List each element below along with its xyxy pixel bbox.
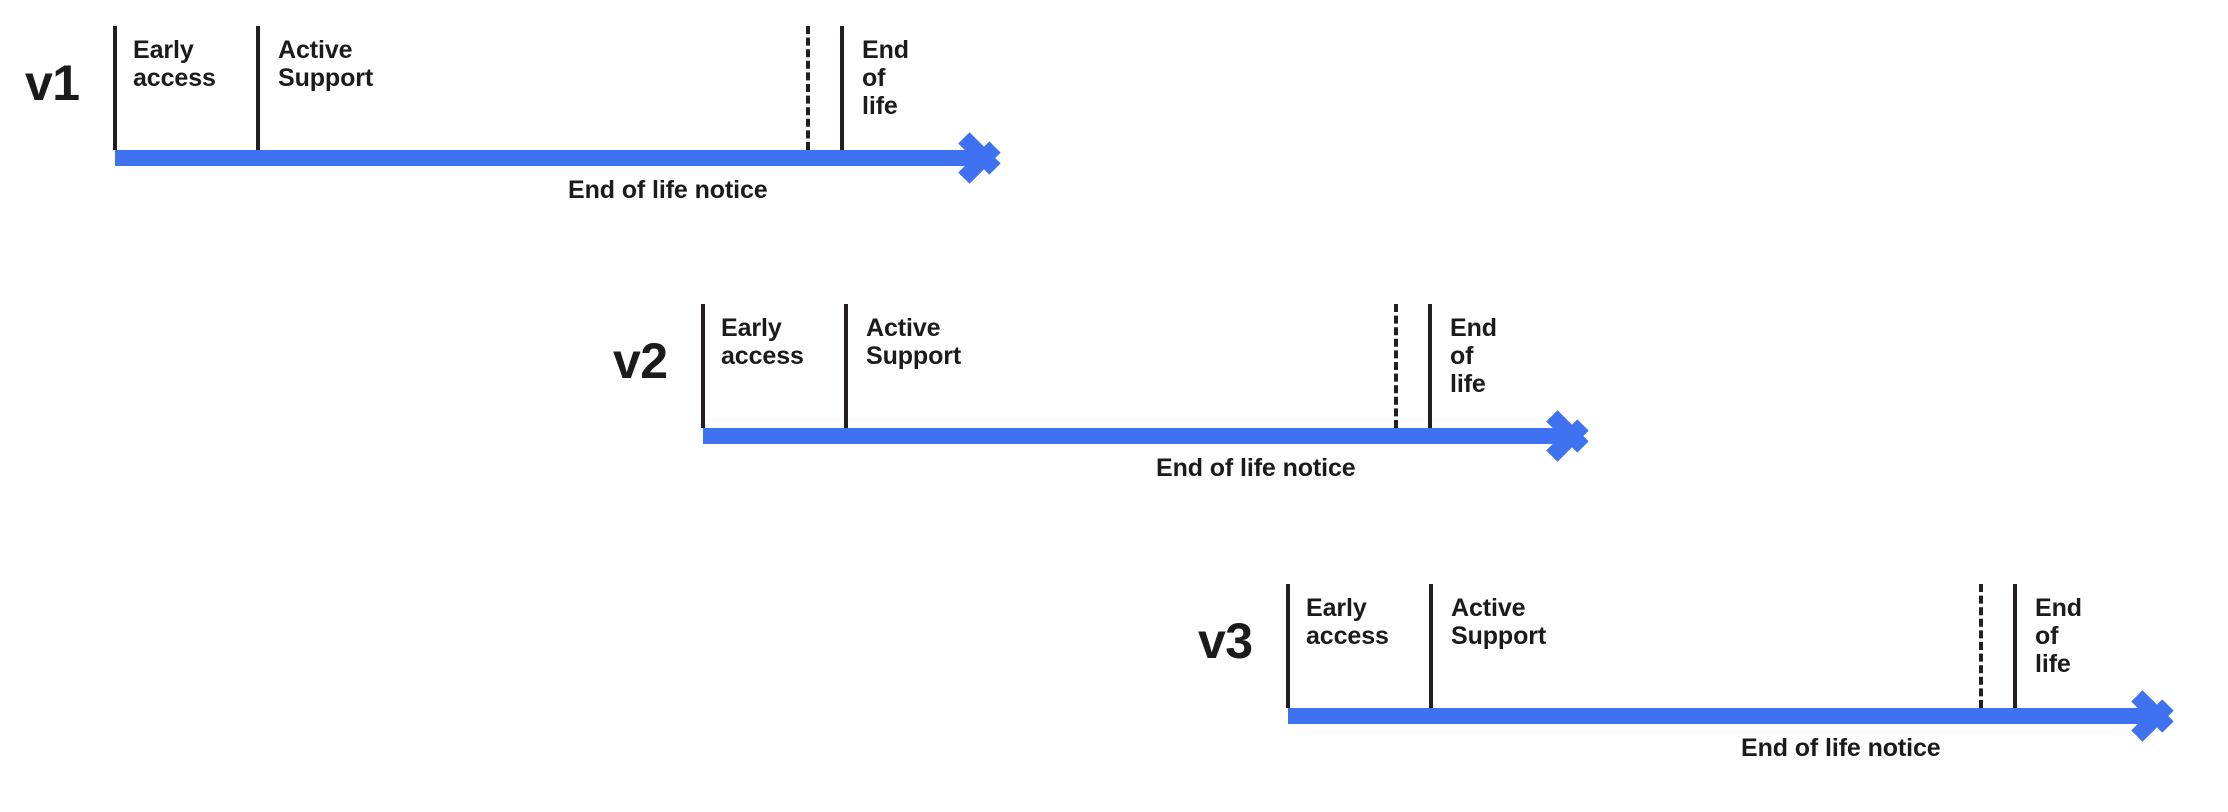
phase-divider-early-access-start-v3 [1286, 584, 1290, 708]
lifecycle-arrow-shaft-v2 [703, 428, 1583, 444]
phase-divider-active-support-start-v3 [1429, 584, 1433, 708]
phase-label-end-of-life-v2: End of life [1450, 314, 1497, 398]
phase-label-early-access-v2: Early access [721, 314, 804, 370]
phase-divider-early-access-start-v1 [113, 26, 117, 150]
phase-label-early-access-v3: Early access [1306, 594, 1389, 650]
phase-label-active-support-v1: Active Support [278, 36, 374, 92]
lifecycle-arrow-shaft-v1 [115, 150, 995, 166]
version-label-v3: v3 [1198, 613, 1253, 669]
phase-label-end-of-life-v1: End of life [862, 36, 909, 120]
phase-divider-active-support-start-v1 [256, 26, 260, 150]
end-of-life-notice-caption-v3: End of life notice [1741, 734, 1941, 762]
lifecycle-arrow-shaft-v3 [1288, 708, 2168, 724]
lifecycle-arrow-head-icon-v1 [958, 127, 1025, 189]
phase-label-early-access-v1: Early access [133, 36, 216, 92]
lifecycle-arrow-head-icon-v2 [1546, 405, 1613, 467]
end-of-life-notice-marker-v1 [806, 26, 810, 150]
end-of-life-notice-marker-v3 [1979, 584, 1983, 708]
phase-label-end-of-life-v3: End of life [2035, 594, 2082, 678]
phase-divider-end-of-life-start-v3 [2013, 584, 2017, 708]
phase-label-active-support-v2: Active Support [866, 314, 962, 370]
phase-label-active-support-v3: Active Support [1451, 594, 1547, 650]
phase-divider-end-of-life-start-v1 [840, 26, 844, 150]
phase-divider-early-access-start-v2 [701, 304, 705, 428]
phase-divider-end-of-life-start-v2 [1428, 304, 1432, 428]
version-label-v2: v2 [613, 333, 668, 389]
end-of-life-notice-marker-v2 [1394, 304, 1398, 428]
end-of-life-notice-caption-v1: End of life notice [568, 176, 768, 204]
phase-divider-active-support-start-v2 [844, 304, 848, 428]
end-of-life-notice-caption-v2: End of life notice [1156, 454, 1356, 482]
lifecycle-arrow-head-icon-v3 [2131, 685, 2198, 747]
version-label-v1: v1 [25, 55, 80, 111]
